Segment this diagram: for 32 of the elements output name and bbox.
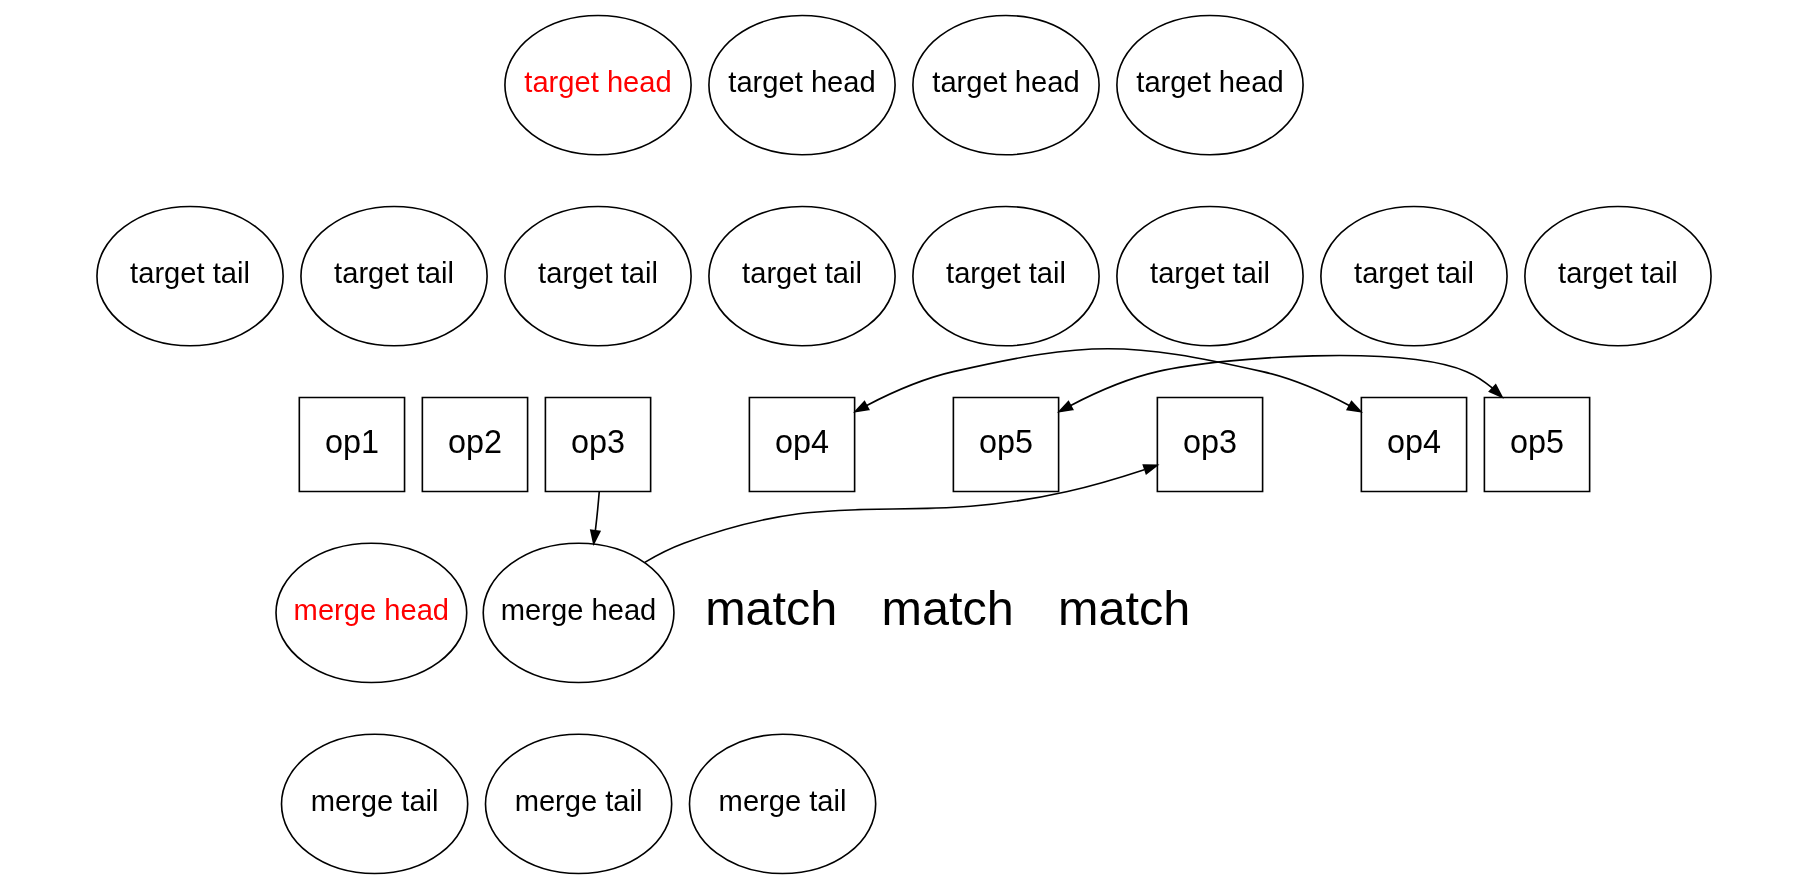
node-box: op3 xyxy=(544,396,652,492)
node-ellipse: target tail xyxy=(96,205,284,347)
node-box: op4 xyxy=(1360,396,1468,492)
label: match xyxy=(881,580,1014,635)
node-ellipse: target tail xyxy=(300,205,488,347)
arrow xyxy=(1057,354,1504,413)
node-ellipse: target head xyxy=(1116,14,1304,155)
label: match xyxy=(1058,580,1191,635)
node-box: op1 xyxy=(298,396,406,492)
node-ellipse: merge tail xyxy=(484,733,673,874)
node-ellipse: target tail xyxy=(1116,205,1304,347)
node-box: op2 xyxy=(421,396,529,492)
node-box: op3 xyxy=(1156,396,1264,492)
node-ellipse: target tail xyxy=(912,205,1100,347)
node-ellipse: merge tail xyxy=(280,733,469,874)
node-ellipse: target tail xyxy=(504,205,692,347)
node-box: op5 xyxy=(952,396,1060,492)
node-ellipse: target head xyxy=(708,14,896,155)
node-ellipse: merge head xyxy=(275,541,468,683)
node-box: op5 xyxy=(1483,396,1591,492)
node-ellipse: target tail xyxy=(708,205,896,347)
arrow xyxy=(589,490,602,546)
node-box: op4 xyxy=(748,396,856,492)
node-ellipse: target head xyxy=(912,14,1100,155)
node-ellipse: target tail xyxy=(1524,205,1712,347)
node-ellipse: target tail xyxy=(1320,205,1508,347)
label: match xyxy=(705,580,838,635)
node-ellipse: merge tail xyxy=(688,733,877,874)
node-ellipse: merge head xyxy=(482,541,675,683)
node-ellipse: target head xyxy=(504,14,692,155)
arrow xyxy=(643,463,1160,563)
arrow xyxy=(853,347,1363,413)
